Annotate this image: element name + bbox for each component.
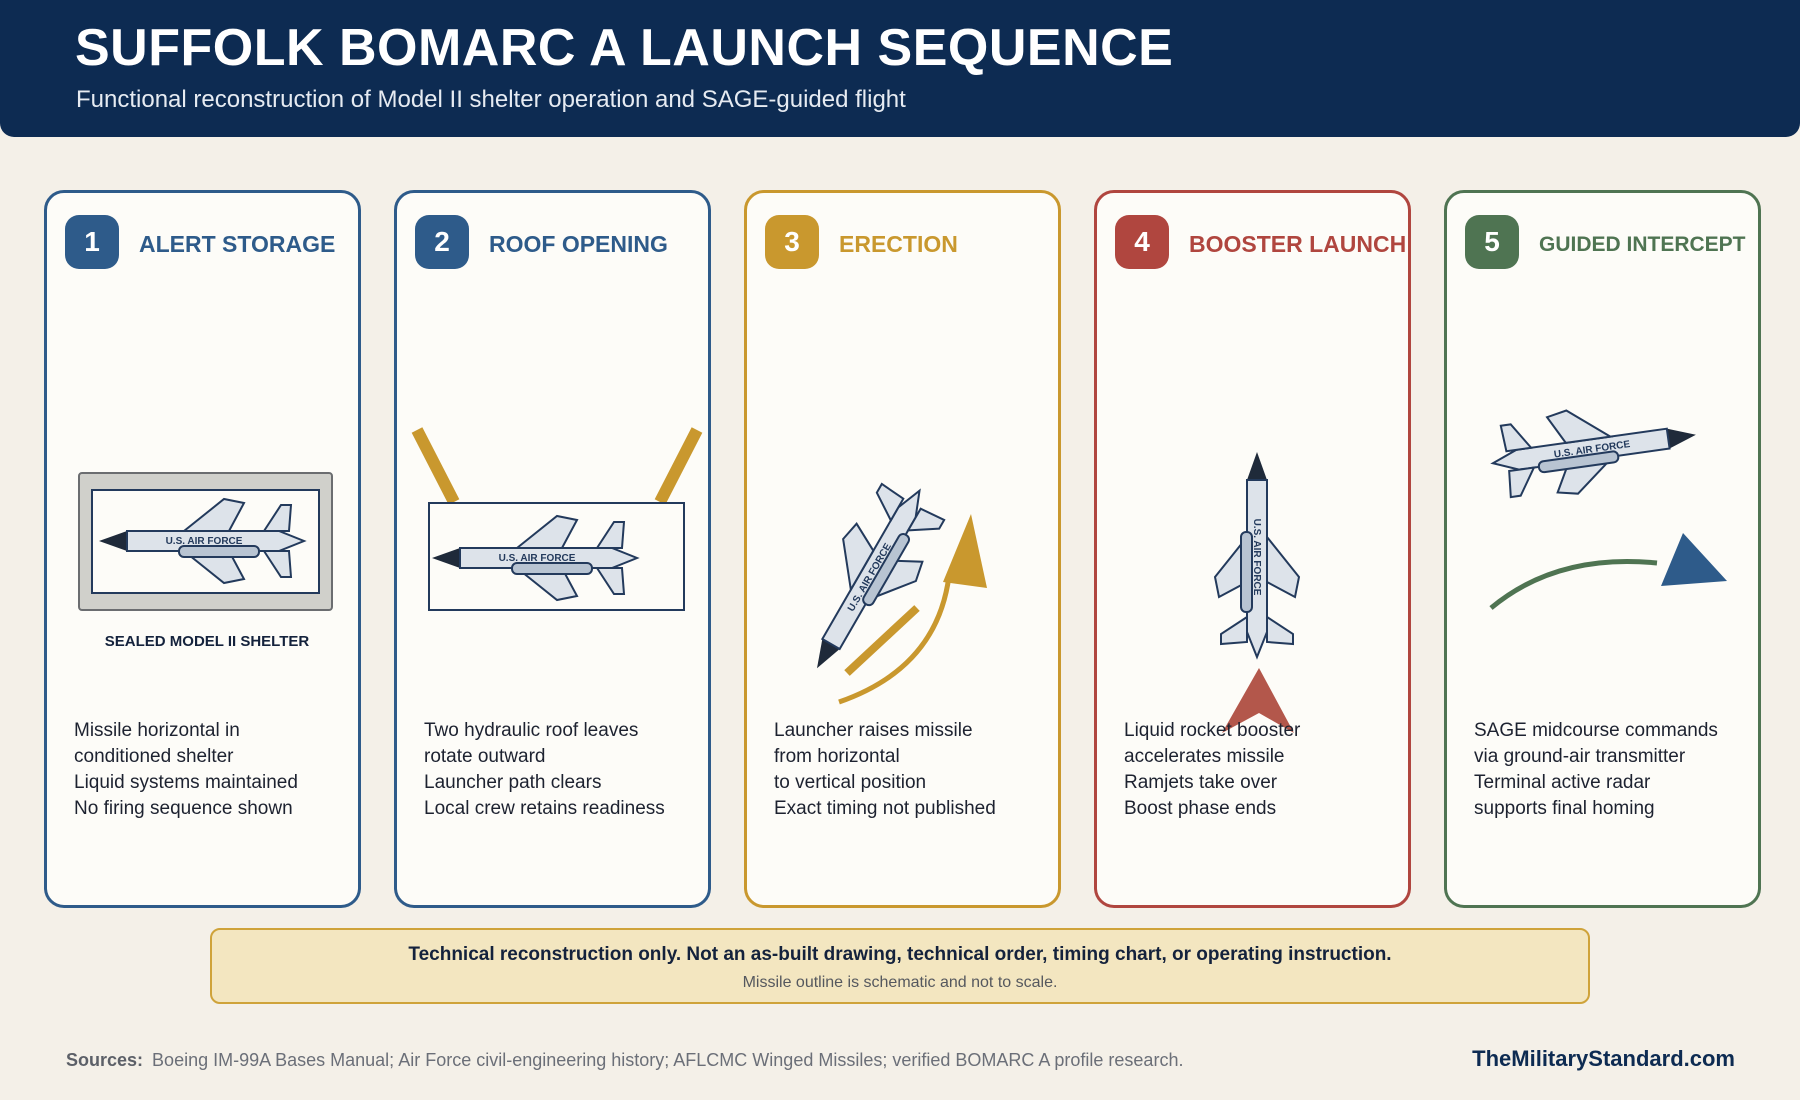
- description-line: Liquid rocket booster: [1124, 720, 1301, 741]
- page-subtitle: Functional reconstruction of Model II sh…: [76, 86, 906, 113]
- description-line: rotate outward: [424, 746, 546, 767]
- step-description: Two hydraulic roof leaves rotate outward…: [424, 718, 665, 822]
- launcher-rail: [844, 605, 920, 676]
- missile-icon: U.S. AIR FORCE: [431, 515, 638, 601]
- description-line: Terminal active radar: [1474, 772, 1651, 793]
- disclaimer-box: Technical reconstruction only. Not an as…: [210, 928, 1590, 1004]
- step-number-badge: 5: [1465, 215, 1519, 269]
- missile-icon: U.S. AIR FORCE: [98, 498, 305, 584]
- erection-illustration: U.S. AIR FORCE: [779, 468, 987, 705]
- description-line: from horizontal: [774, 746, 900, 767]
- step-description: Launcher raises missile from horizontal …: [774, 718, 996, 822]
- sources-footer: Sources: Boeing IM-99A Bases Manual; Air…: [66, 1050, 1183, 1071]
- description-line: Ramjets take over: [1124, 772, 1278, 793]
- description-line: Exact timing not published: [774, 798, 996, 819]
- shelter-illustration: U.S. AIR FORCE SEALED MODEL II SHELTER: [78, 472, 333, 650]
- description-line: Two hydraulic roof leaves: [424, 720, 639, 741]
- target-arrowhead: [1661, 533, 1727, 586]
- intercept-trajectory: [1489, 558, 1658, 610]
- description-line: via ground-air transmitter: [1474, 746, 1686, 767]
- description-line: to vertical position: [774, 772, 927, 793]
- header-banner: SUFFOLK BOMARC A LAUNCH SEQUENCE Functio…: [0, 0, 1800, 137]
- roof-leaf-left: [411, 427, 460, 505]
- step-description: Liquid rocket booster accelerates missil…: [1124, 718, 1300, 822]
- step-title: ERECTION: [839, 231, 958, 257]
- step-card-booster-launch: 4 BOOSTER LAUNCH U.S. AIR FORCE Liquid r…: [1094, 190, 1411, 908]
- description-line: Launcher path clears: [424, 772, 602, 793]
- booster-launch-illustration: U.S. AIR FORCE: [1214, 451, 1300, 733]
- step-number-badge: 4: [1115, 215, 1169, 269]
- page-title: SUFFOLK BOMARC A LAUNCH SEQUENCE: [75, 19, 1174, 77]
- step-description: Missile horizontal in conditioned shelte…: [74, 718, 298, 822]
- step-card-guided-intercept: 5 GUIDED INTERCEPT U.S. AIR FORCE SAGE m…: [1444, 190, 1761, 908]
- brand-link[interactable]: TheMilitaryStandard.com: [1472, 1046, 1735, 1071]
- step-description: SAGE midcourse commands via ground-air t…: [1474, 718, 1718, 822]
- disclaimer-main: Technical reconstruction only. Not an as…: [408, 944, 1392, 965]
- missile-marking: U.S. AIR FORCE: [499, 553, 576, 564]
- step-card-erection: 3 ERECTION U.S. AIR FORCE Launcher raise…: [744, 190, 1061, 908]
- missile-marking: U.S. AIR FORCE: [1251, 519, 1262, 596]
- step-title: ROOF OPENING: [489, 231, 668, 257]
- roof-leaf-right: [654, 427, 703, 505]
- sources-text: Boeing IM-99A Bases Manual; Air Force ci…: [152, 1050, 1184, 1070]
- missile-marking: U.S. AIR FORCE: [166, 536, 243, 547]
- erection-arrowhead: [943, 514, 987, 588]
- step-card-roof-opening: 2 ROOF OPENING U.S. AIR FORCE Two hydrau…: [394, 190, 711, 908]
- step-card-alert-storage: 1 ALERT STORAGE U.S. AIR FORCE SEALED MO…: [44, 190, 361, 908]
- description-line: conditioned shelter: [74, 746, 234, 767]
- launch-arrow: [1222, 668, 1294, 733]
- description-line: Launcher raises missile: [774, 720, 973, 741]
- description-line: Missile horizontal in: [74, 720, 240, 741]
- description-line: Local crew retains readiness: [424, 798, 665, 819]
- disclaimer-note: Missile outline is schematic and not to …: [742, 974, 1058, 991]
- shelter-caption: SEALED MODEL II SHELTER: [105, 633, 310, 650]
- erection-arc: [838, 575, 952, 705]
- step-number-badge: 3: [765, 215, 819, 269]
- description-line: No firing sequence shown: [74, 798, 293, 819]
- description-line: accelerates missile: [1124, 746, 1285, 767]
- guided-intercept-illustration: U.S. AIR FORCE: [1486, 392, 1727, 610]
- step-number-badge: 1: [65, 215, 119, 269]
- description-line: Boost phase ends: [1124, 798, 1277, 819]
- missile-icon: U.S. AIR FORCE: [1214, 451, 1300, 658]
- step-title: BOOSTER LAUNCH: [1189, 231, 1407, 257]
- description-line: SAGE midcourse commands: [1474, 720, 1718, 741]
- step-number-badge: 2: [415, 215, 469, 269]
- description-line: supports final homing: [1474, 798, 1655, 819]
- step-title: ALERT STORAGE: [139, 231, 336, 257]
- sources-label: Sources:: [66, 1050, 144, 1070]
- roof-opening-illustration: U.S. AIR FORCE: [411, 427, 703, 611]
- description-line: Liquid systems maintained: [74, 772, 298, 793]
- step-title: GUIDED INTERCEPT: [1539, 233, 1746, 256]
- missile-icon: U.S. AIR FORCE: [1486, 392, 1703, 506]
